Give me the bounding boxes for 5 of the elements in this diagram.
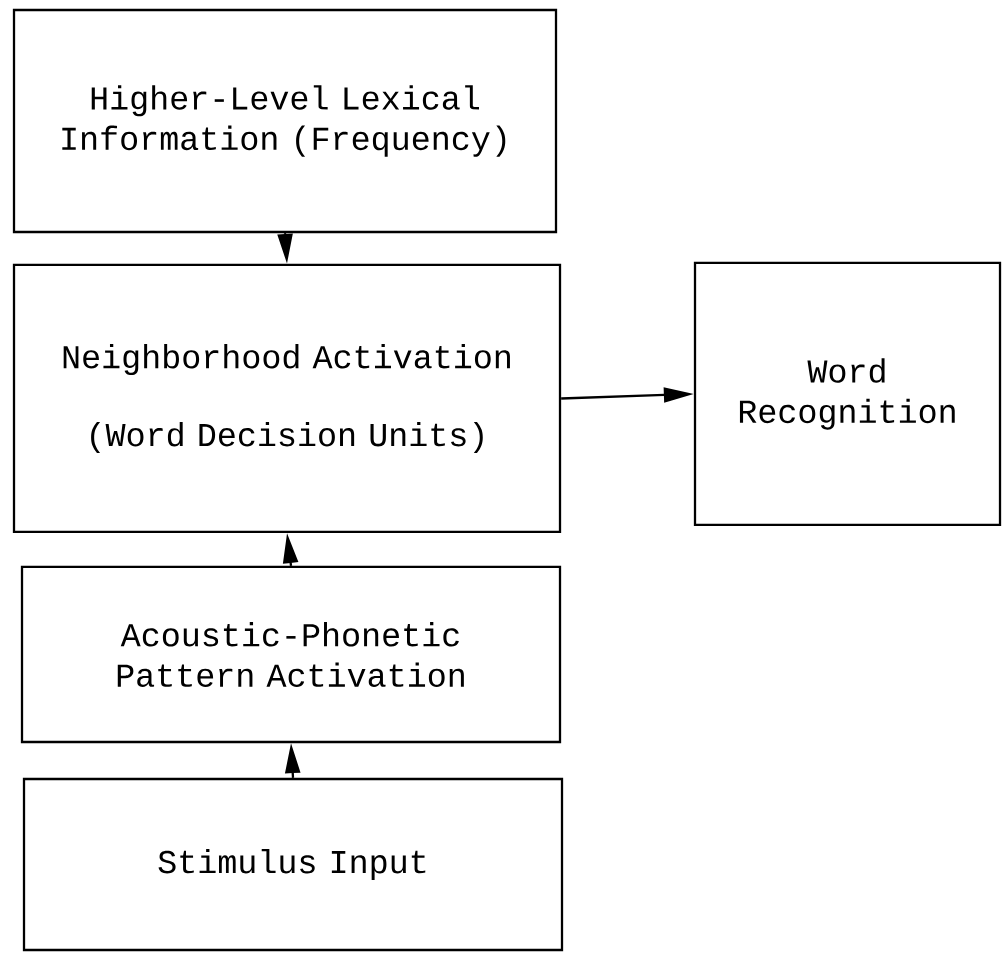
process-box: Word Recognition (693, 261, 1002, 527)
process-box: Neighborhood Activation (Word Decision Units) (12, 263, 562, 534)
process-box: Higher-Level Lexical Information (Frequency) (12, 8, 558, 234)
process-box: Stimulus Input (22, 777, 564, 952)
process-box: Acoustic-Phonetic Pattern Activation (20, 565, 562, 744)
